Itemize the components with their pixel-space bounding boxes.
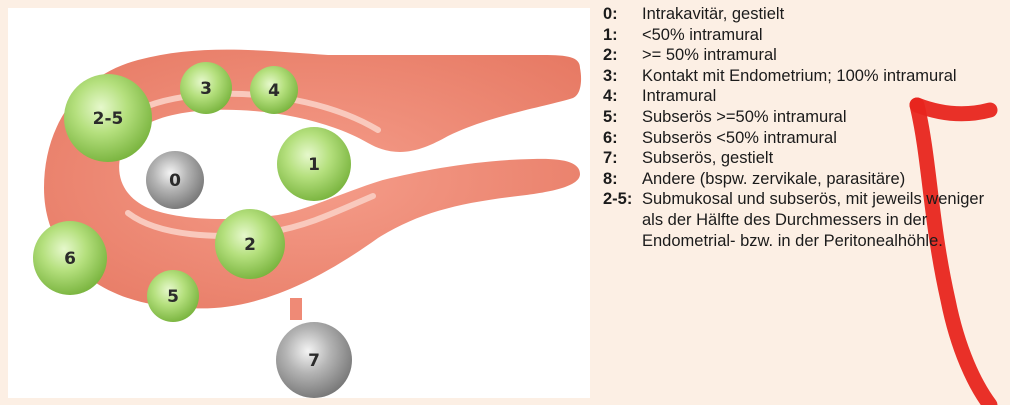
legend-item: 2-5:Submukosal und subserös, mit jeweils…	[603, 189, 1003, 251]
legend-key: 2:	[603, 45, 642, 66]
legend-key: 4:	[603, 86, 642, 107]
legend-key: 0:	[603, 4, 642, 25]
legend-text: Intrakavitär, gestielt	[642, 4, 1003, 25]
legend-item: 6:Subserös <50% intramural	[603, 128, 1003, 149]
legend-item: 7:Subserös, gestielt	[603, 148, 1003, 169]
legend-item: 2:>= 50% intramural	[603, 45, 1003, 66]
legend-text: Kontakt mit Endometrium; 100% intramural	[642, 66, 1003, 87]
legend-key: 6:	[603, 128, 642, 149]
legend-key: 7:	[603, 148, 642, 169]
legend-text: Andere (bspw. zervikale, parasitäre)	[642, 169, 1003, 190]
legend-key: 3:	[603, 66, 642, 87]
legend-item: 3:Kontakt mit Endometrium; 100% intramur…	[603, 66, 1003, 87]
legend-text: Subserös, gestielt	[642, 148, 1003, 169]
legend-key: 1:	[603, 25, 642, 46]
legend-text: Intramural	[642, 86, 1003, 107]
legend-item: 5:Subserös >=50% intramural	[603, 107, 1003, 128]
legend-key: 8:	[603, 169, 642, 190]
legend-key: 5:	[603, 107, 642, 128]
legend-text: >= 50% intramural	[642, 45, 1003, 66]
legend-item: 8:Andere (bspw. zervikale, parasitäre)	[603, 169, 1003, 190]
legend-key: 2-5:	[603, 189, 642, 210]
legend-item: 0:Intrakavitär, gestielt	[603, 4, 1003, 25]
legend-text: Submukosal und subserös, mit jeweils wen…	[642, 189, 1003, 251]
legend-text: <50% intramural	[642, 25, 1003, 46]
legend-item: 4:Intramural	[603, 86, 1003, 107]
legend-item: 1:<50% intramural	[603, 25, 1003, 46]
legend-text: Subserös >=50% intramural	[642, 107, 1003, 128]
legend-text: Subserös <50% intramural	[642, 128, 1003, 149]
